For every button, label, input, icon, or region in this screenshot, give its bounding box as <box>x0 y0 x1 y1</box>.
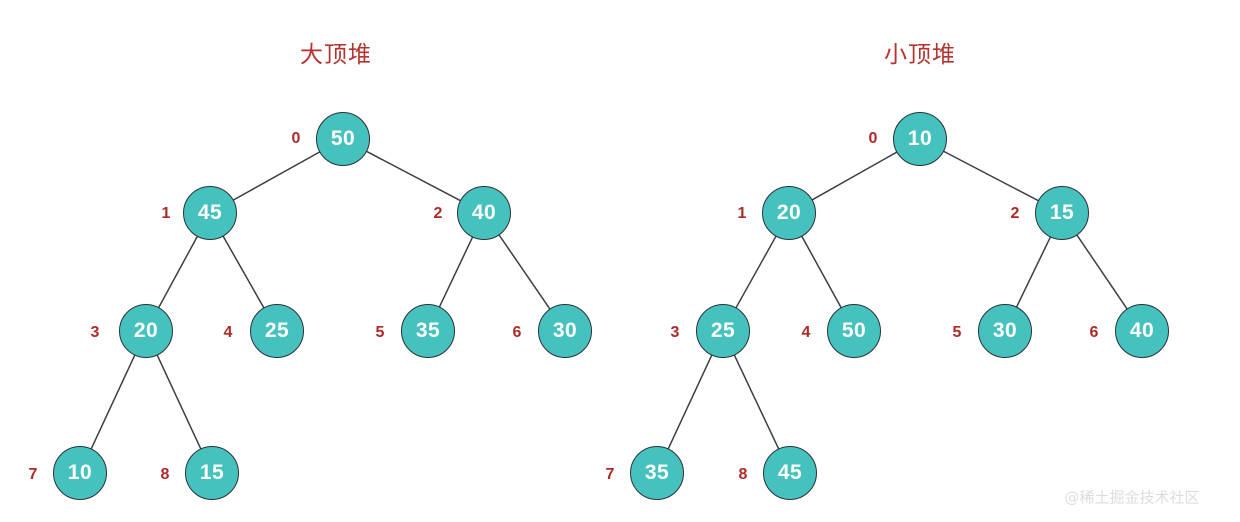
tree-node[interactable]: 45 <box>763 446 817 500</box>
tree-edge <box>1015 236 1052 308</box>
node-index-label: 6 <box>512 324 522 341</box>
tree-edge <box>438 236 474 308</box>
node-index-label: 4 <box>801 324 811 341</box>
tree-edge <box>365 150 462 202</box>
node-index-label: 8 <box>160 466 170 483</box>
node-index-label: 7 <box>28 466 38 483</box>
tree-node[interactable]: 20 <box>119 304 173 358</box>
tree-node[interactable]: 10 <box>53 446 107 500</box>
tree-node[interactable]: 15 <box>1035 186 1089 240</box>
tree-node[interactable]: 10 <box>893 112 947 166</box>
tree-node[interactable]: 25 <box>696 304 750 358</box>
tree-node[interactable]: 35 <box>401 304 455 358</box>
tree-node[interactable]: 50 <box>827 304 881 358</box>
tree-edge <box>1075 234 1129 310</box>
tree-edge <box>942 150 1040 202</box>
tree-node[interactable]: 20 <box>762 186 816 240</box>
node-index-label: 2 <box>433 205 443 222</box>
tree-edge <box>811 151 898 201</box>
node-index-label: 7 <box>605 466 615 483</box>
node-index-label: 3 <box>90 324 100 341</box>
tree-edge <box>498 234 551 310</box>
tree-edge <box>232 150 321 202</box>
tree-node[interactable]: 40 <box>457 186 511 240</box>
node-index-label: 1 <box>737 205 747 222</box>
tree-edge <box>90 354 136 450</box>
node-index-label: 0 <box>291 130 301 147</box>
node-index-label: 0 <box>868 130 878 147</box>
tree-node[interactable]: 15 <box>185 446 239 500</box>
tree-node[interactable]: 30 <box>538 304 592 358</box>
tree-edge <box>735 235 777 309</box>
tree-node[interactable]: 50 <box>316 112 370 166</box>
tree-edge <box>800 235 843 309</box>
tree-title-min-heap: 小顶堆 <box>884 42 956 68</box>
node-index-label: 5 <box>375 324 385 341</box>
tree-node[interactable]: 25 <box>250 304 304 358</box>
tree-title-max-heap: 大顶堆 <box>300 42 372 68</box>
watermark: @稀土掘金技术社区 <box>1064 488 1200 507</box>
node-index-label: 6 <box>1089 324 1099 341</box>
tree-node[interactable]: 35 <box>630 446 684 500</box>
tree-edge <box>667 354 713 450</box>
tree-node[interactable]: 40 <box>1115 304 1169 358</box>
node-index-label: 5 <box>952 324 962 341</box>
tree-node[interactable]: 45 <box>183 186 237 240</box>
tree-edge <box>156 354 202 450</box>
node-index-label: 4 <box>223 324 233 341</box>
tree-node[interactable]: 30 <box>978 304 1032 358</box>
tree-edge <box>222 235 265 309</box>
node-index-label: 8 <box>738 466 748 483</box>
node-index-label: 1 <box>161 205 171 222</box>
node-index-label: 3 <box>670 324 680 341</box>
tree-edge <box>157 235 199 309</box>
tree-edge <box>733 354 780 450</box>
node-index-label: 2 <box>1010 205 1020 222</box>
